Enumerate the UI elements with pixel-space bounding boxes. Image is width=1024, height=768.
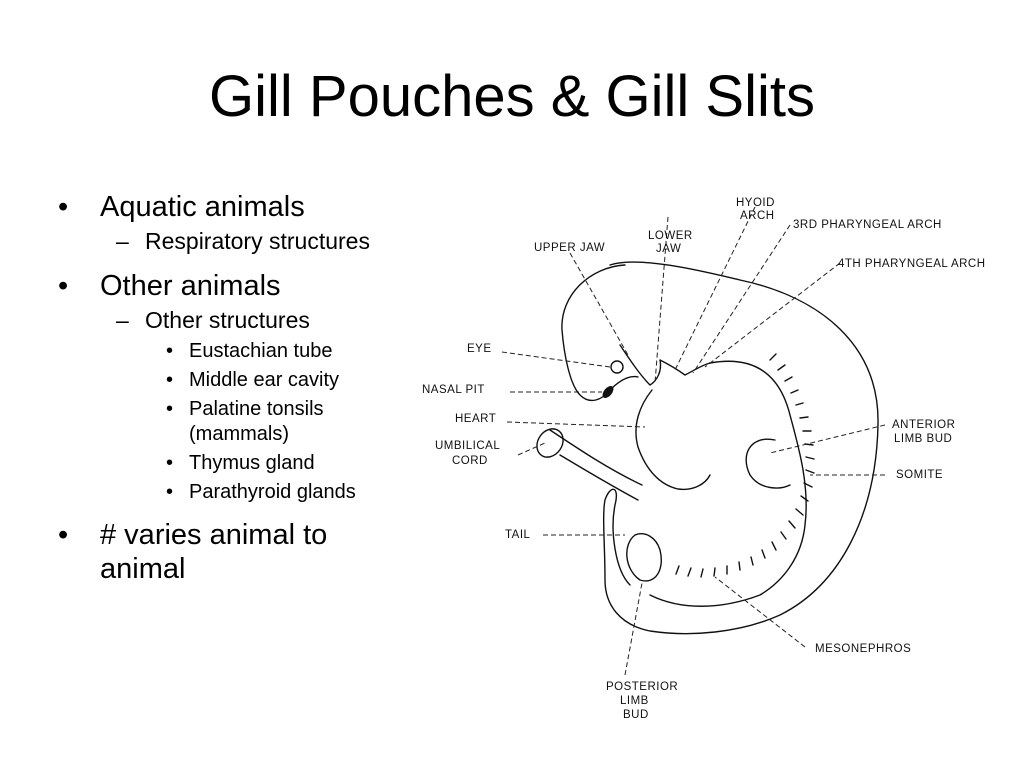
trunk-inner: [649, 360, 807, 607]
item-eustachian-tube: Eustachian tube: [58, 339, 398, 364]
label-tail: TAIL: [505, 529, 531, 541]
label-posterior-3: BUD: [623, 709, 649, 721]
somites: [675, 353, 815, 578]
item-palatine-tonsils: Palatine tonsils (mammals): [58, 397, 398, 447]
sub-bullet-respiratory: Respiratory structures: [58, 227, 398, 256]
label-hyoid-1: HYOID: [736, 197, 775, 209]
label-nasal-pit: NASAL PIT: [422, 384, 485, 396]
head-outline: [561, 264, 639, 402]
label-anterior-2: LIMB BUD: [894, 433, 952, 445]
label-posterior-2: LIMB: [620, 695, 649, 707]
label-hyoid-2: ARCH: [740, 210, 775, 222]
umbilical-cord-end: [536, 428, 564, 458]
item-thymus: Thymus gland: [58, 451, 398, 476]
bullet-list: Aquatic animals Respiratory structures O…: [58, 183, 398, 586]
label-third-arch: 3RD PHARYNGEAL ARCH: [793, 219, 942, 231]
label-upper-jaw: UPPER JAW: [534, 242, 605, 254]
label-mesonephros: MESONEPHROS: [815, 643, 911, 655]
bullet-other-animals: Other animals: [58, 269, 398, 303]
anterior-limb-bud: [745, 438, 791, 489]
item-middle-ear: Middle ear cavity: [58, 368, 398, 393]
sub-bullet-other-structures: Other structures: [58, 306, 398, 335]
label-lower-2: JAW: [656, 243, 681, 255]
label-umbilical-1: UMBILICAL: [435, 440, 500, 452]
label-umbilical-2: CORD: [452, 455, 488, 467]
leader-lines: [501, 206, 886, 676]
bullet-varies: # varies animal to animal: [58, 518, 398, 586]
label-posterior-1: POSTERIOR: [606, 681, 678, 693]
nasal-pit-shape: [602, 386, 614, 398]
label-somite: SOMITE: [896, 469, 943, 481]
umbilical-cord: [549, 429, 643, 501]
embryo-diagram: HYOID ARCH 3RD PHARYNGEAL ARCH 4TH PHARY…: [422, 197, 986, 721]
posterior-limb-bud: [626, 533, 662, 582]
label-eye: EYE: [467, 343, 492, 355]
label-fourth-arch: 4TH PHARYNGEAL ARCH: [838, 258, 986, 270]
eye-shape: [610, 360, 624, 374]
bullet-aquatic-animals: Aquatic animals: [58, 190, 398, 224]
label-heart: HEART: [455, 413, 496, 425]
slide-title: Gill Pouches & Gill Slits: [209, 64, 815, 129]
embryo-outline: [602, 261, 879, 635]
pharyngeal-arches: [619, 344, 711, 386]
heart-bulge: [635, 389, 711, 491]
label-anterior-1: ANTERIOR: [892, 419, 955, 431]
item-parathyroid: Parathyroid glands: [58, 480, 398, 505]
label-lower-1: LOWER: [648, 230, 693, 242]
